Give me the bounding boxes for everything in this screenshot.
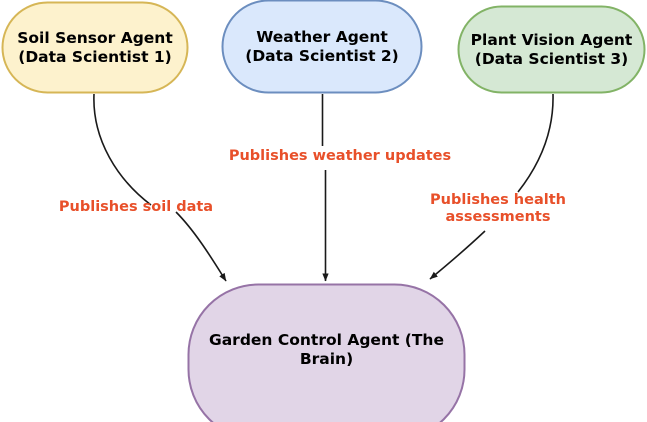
edge-soil-sensor-to-garden-lower	[175, 211, 227, 282]
edge-soil-sensor-to-garden-upper	[93, 93, 152, 206]
node-plant-vision-agent[interactable]	[457, 5, 646, 94]
node-soil-sensor-agent[interactable]	[1, 1, 189, 94]
node-weather-agent[interactable]	[221, 0, 423, 94]
edge-plant-vision-to-garden-lower	[429, 230, 486, 280]
node-garden-control-agent[interactable]	[187, 283, 466, 422]
edge-plant-vision-to-garden-upper	[517, 93, 554, 193]
